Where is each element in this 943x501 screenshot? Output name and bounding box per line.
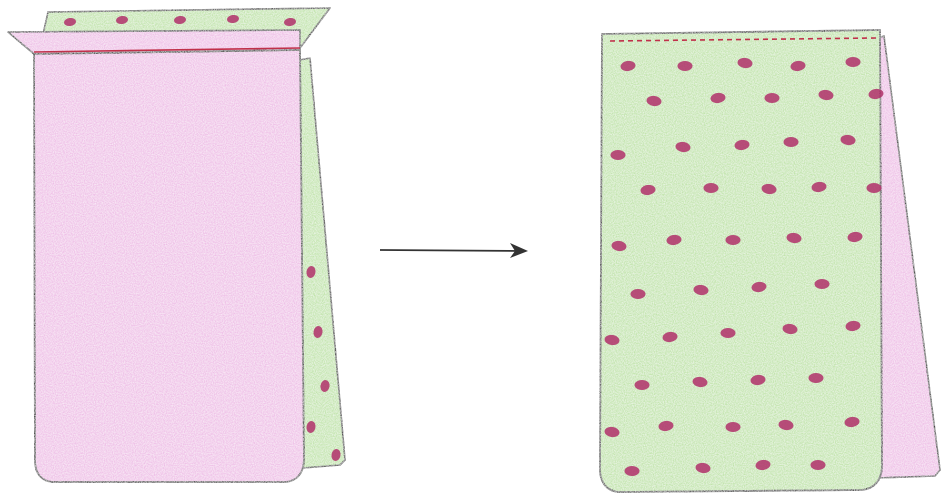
polka-dot [726, 422, 741, 432]
polka-dot [765, 93, 780, 103]
polka-dot [721, 328, 736, 338]
polka-dot [867, 183, 882, 193]
polka-dot [726, 235, 741, 245]
before-green-side-flap [300, 58, 345, 468]
polka-dot [631, 289, 646, 299]
polka-dot [678, 61, 693, 71]
polka-dot [846, 57, 861, 67]
polka-dot [635, 380, 650, 390]
polka-dot [811, 460, 826, 470]
right-arrow-icon [380, 243, 528, 258]
after-green-body [600, 30, 882, 492]
before-pink-body [34, 50, 304, 482]
polka-dot [784, 137, 799, 147]
after-figure [600, 30, 940, 492]
polka-dot [704, 183, 719, 193]
after-pink-side-flap [875, 36, 940, 478]
before-figure [8, 8, 345, 482]
polka-dot [809, 373, 824, 383]
polka-dot [611, 150, 626, 160]
polka-dot [625, 466, 640, 476]
polka-dot [815, 279, 830, 289]
